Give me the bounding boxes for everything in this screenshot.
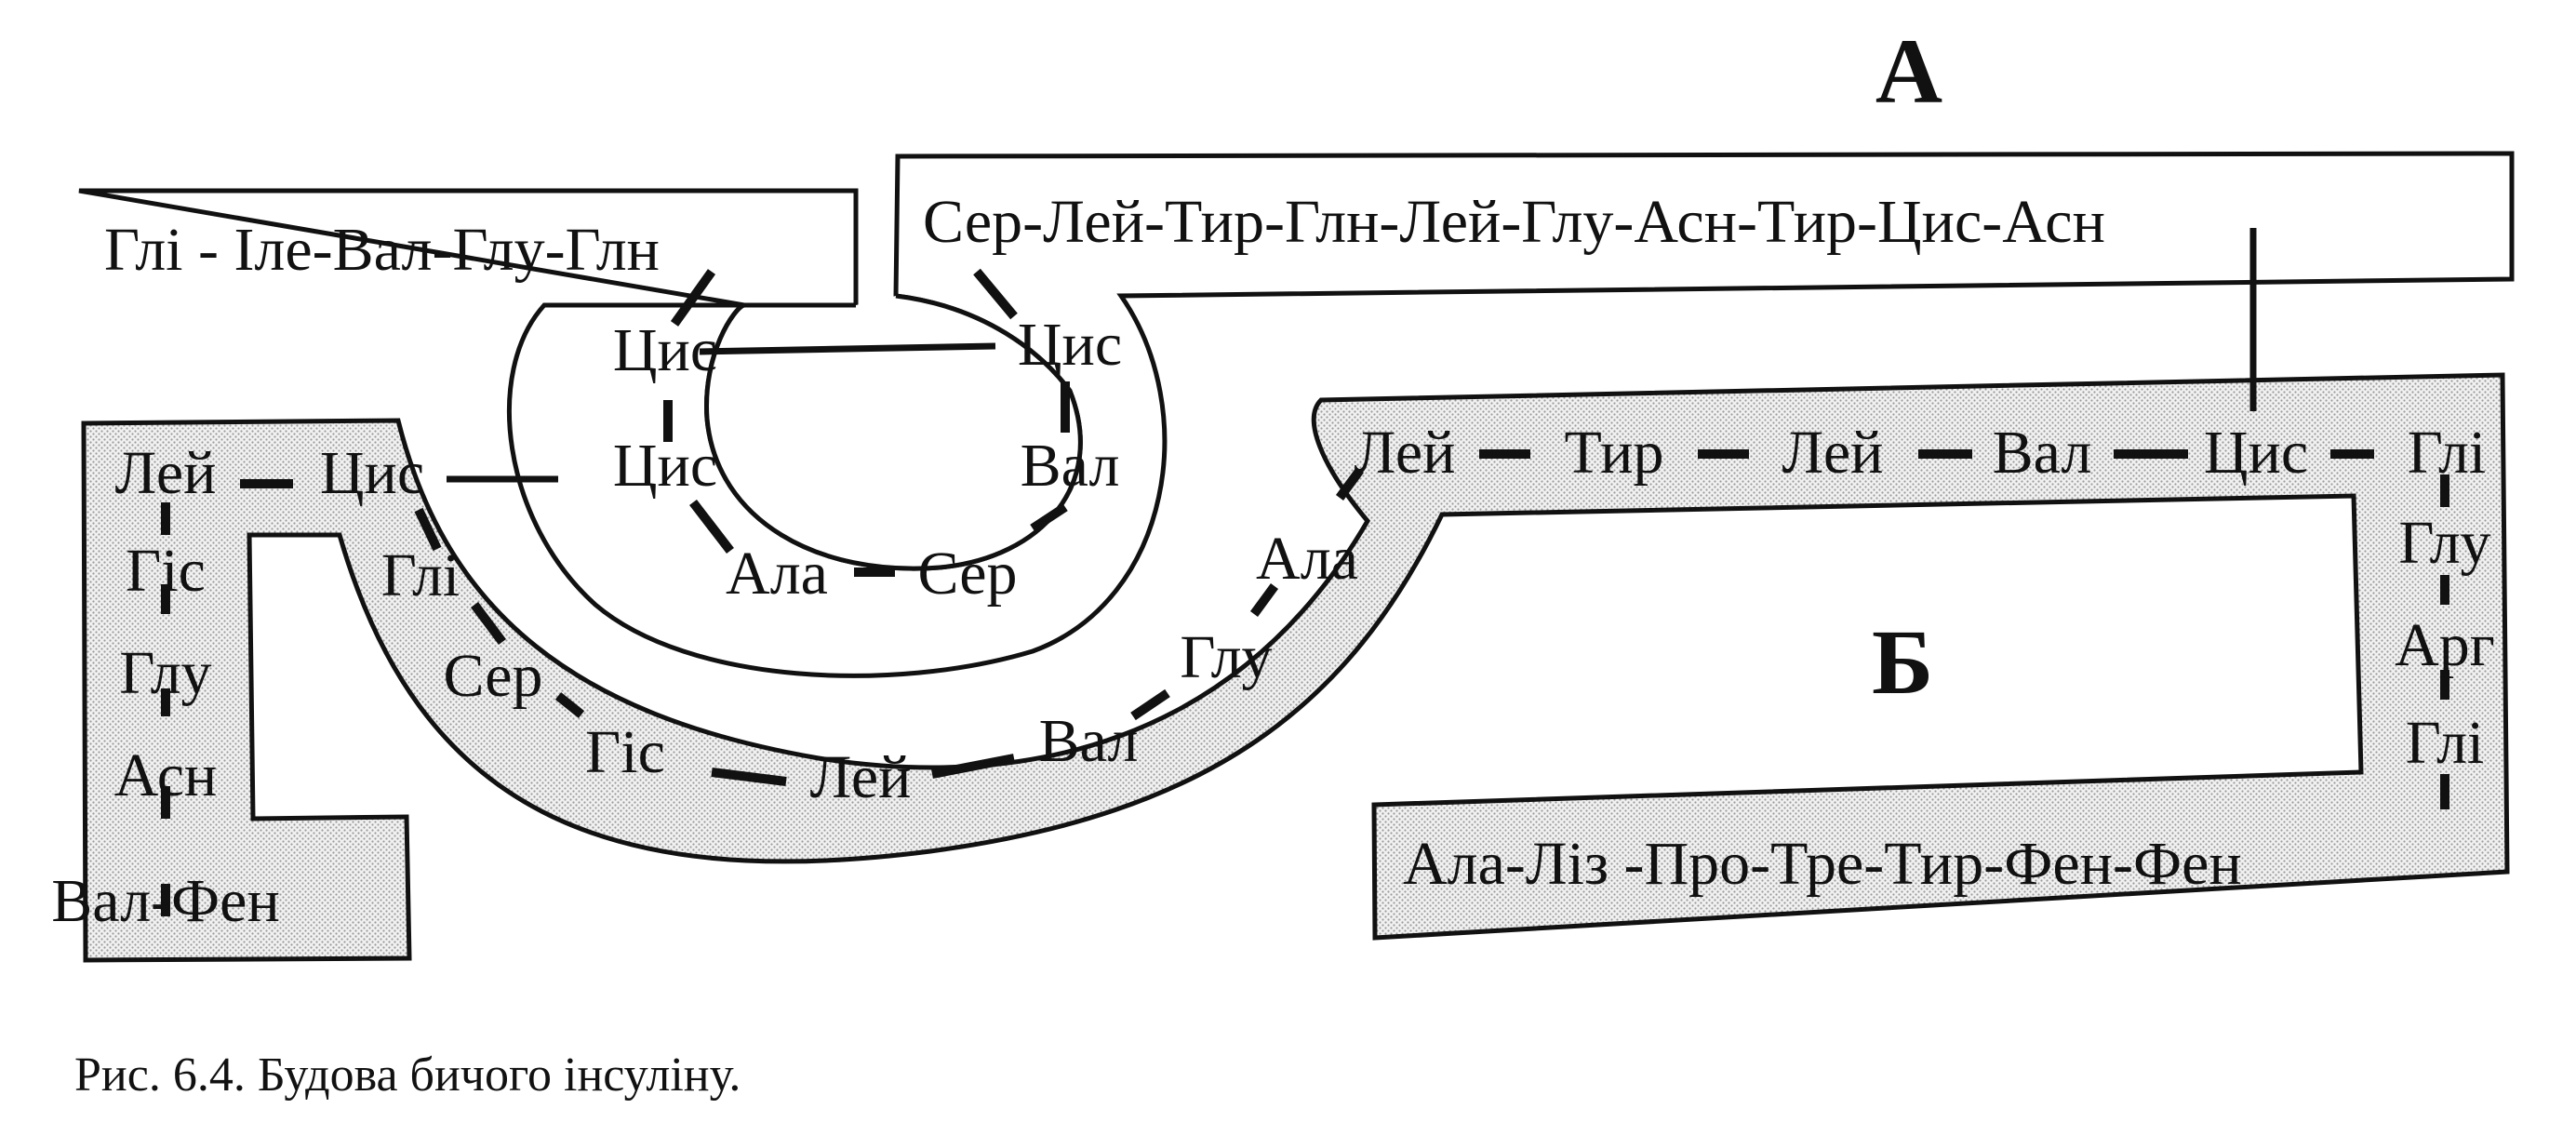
chain-b-top-residue-2: Лей	[1782, 419, 1884, 487]
chain-b-right-residue-0: Глу	[2398, 509, 2490, 577]
bond-b-his-lei	[711, 768, 787, 786]
chain-b-lei-b6: Лей	[115, 439, 217, 507]
chain-b-asn-b3: Асн	[114, 741, 218, 809]
bond-b-ser-his	[554, 692, 585, 718]
chain-b-curve-residue-5: Глу	[1180, 623, 1272, 691]
chain-a-cys-a11: Цис	[1018, 311, 1122, 379]
chain-b-top-residue-3: Вал	[1993, 419, 2092, 487]
chain-b-curve-residue-3: Лей	[810, 743, 912, 811]
chain-a-ala-a8: Ала	[726, 540, 828, 608]
chain-b-top-residue-4: Цис	[2204, 419, 2308, 487]
chain-b-curve-residue-1: Сер	[443, 642, 542, 710]
bond-b-lei-val	[931, 754, 1015, 779]
bond-a-ser-val	[1030, 502, 1068, 533]
chain-b-top-residue-0: Лей	[1355, 419, 1456, 487]
bond-a-cys-ala	[689, 499, 734, 554]
bond-b-gly-ser	[471, 602, 506, 645]
chain-b-c-terminal: Ала-Ліз -Про-Тре-Тир-Фен-Фен	[1403, 830, 2242, 898]
chain-a-cys-a7: Цис	[613, 432, 717, 500]
chain-b-label: Б	[1872, 610, 1933, 714]
chain-b-top-residue-5: Глі	[2408, 419, 2486, 487]
chain-b-right-residue-1: Арг	[2395, 611, 2495, 679]
chain-a-ser-a9: Сер	[917, 540, 1017, 608]
chain-b-curve-residue-4: Вал	[1039, 707, 1139, 775]
chain-b-curve-residue-6: Ала	[1256, 525, 1358, 593]
chain-b-right-residue-2: Глі	[2406, 709, 2484, 777]
chain-a-loop-inner	[704, 293, 1083, 571]
disulfide-a6-a11	[699, 342, 996, 355]
bond-b-glu-ala	[1249, 583, 1279, 617]
bond-b-val-glu	[1130, 688, 1170, 721]
chain-b-top-residue-1: Тир	[1565, 419, 1664, 487]
chain-b-glu-b4: Глу	[119, 639, 211, 707]
chain-a-n-terminal: Глі - Іле-Вал-Глу-Глн	[104, 216, 660, 284]
chain-b-curve-residue-0: Глі	[381, 541, 460, 609]
figure-caption: Рис. 6.4. Будова бичого інсуліну.	[74, 1049, 741, 1102]
bond-a-ser-cys-top	[973, 268, 1018, 320]
bond-b-ala-lei	[1335, 467, 1365, 501]
chain-a-top-right: Сер-Лей-Тир-Глн-Лей-Глу-Асн-Тир-Цис-Асн	[923, 188, 2105, 256]
chain-b-his-b5: Гіс	[126, 537, 206, 605]
bond-b-cys-gly	[414, 507, 442, 552]
chain-b-cys-b7: Цис	[320, 439, 424, 507]
chain-b-curve-residue-2: Гіс	[585, 718, 665, 786]
bond-a-gln-cys	[670, 269, 716, 327]
chain-b-outline	[81, 372, 2510, 963]
chain-a-cys-a6: Цис	[613, 316, 717, 384]
chain-a-label: А	[1875, 20, 1942, 123]
chain-a-val-a10: Вал	[1021, 432, 1120, 500]
chain-b-val-phe: Вал-Фен	[51, 867, 280, 935]
